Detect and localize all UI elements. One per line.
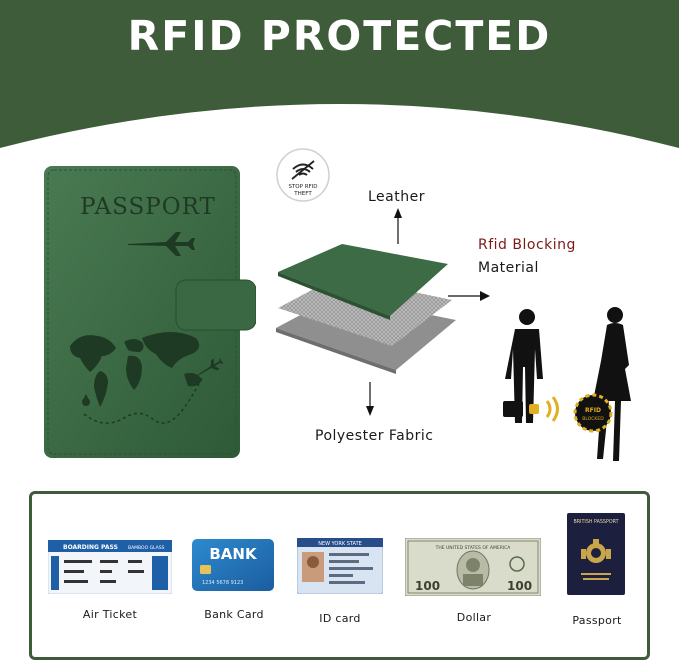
stop-rfid-badge: STOP RFID THEFT — [276, 148, 330, 202]
polyester-label: Polyester Fabric — [315, 428, 434, 444]
compatible-items-panel: BOARDING PASS BAMBOO GLASS Air Ticket BA… — [29, 491, 650, 660]
arrow-right-icon — [480, 291, 490, 301]
blocked-badge-line1: RFID — [585, 407, 601, 414]
woman-silhouette-icon — [593, 307, 631, 461]
ticket-title: BOARDING PASS — [63, 544, 118, 551]
leather-label: Leather — [368, 189, 425, 205]
man-silhouette-icon — [503, 309, 543, 423]
world-map-icon — [70, 332, 202, 407]
bank-card-label: Bank Card — [204, 608, 264, 621]
passport-holder-image — [44, 166, 256, 458]
passport-card-title: BRITISH PASSPORT — [573, 519, 618, 525]
arrow-up-icon — [394, 208, 402, 218]
chip-icon — [200, 565, 211, 574]
header-banner — [0, 0, 679, 148]
dollar-value-right: 100 — [507, 579, 532, 593]
material-label: Material — [478, 260, 539, 276]
dollar-title: THE UNITED STATES OF AMERICA — [435, 545, 512, 551]
id-card-image: NEW YORK STATE — [297, 538, 383, 594]
dollar-bill-image: THE UNITED STATES OF AMERICA 100 100 — [405, 538, 541, 596]
leather-layer — [278, 244, 448, 316]
dollar-value-left: 100 — [415, 579, 440, 593]
blocked-badge-line2: BLOCKED — [582, 416, 604, 422]
id-title: NEW YORK STATE — [318, 541, 362, 547]
bank-card-image: BANK 1234 5678 9123 — [192, 539, 274, 591]
badge-line1: STOP RFID — [288, 184, 317, 190]
layers-diagram — [276, 208, 490, 416]
badge-line2: THEFT — [293, 191, 312, 197]
passport-cover-text: PASSPORT — [80, 194, 216, 220]
id-card-label: ID card — [319, 612, 361, 625]
dollar-label: Dollar — [456, 611, 492, 624]
page-title: RFID PROTECTED — [127, 12, 552, 60]
airplane-icon — [128, 232, 195, 256]
air-ticket-label: Air Ticket — [82, 608, 138, 621]
british-passport-image: BRITISH PASSPORT — [567, 513, 625, 595]
passport-label: Passport — [572, 614, 622, 627]
air-ticket-image: BOARDING PASS BAMBOO GLASS — [48, 540, 172, 594]
bank-title: BANK — [209, 545, 258, 563]
people-silhouettes: RFID BLOCKED — [503, 307, 631, 461]
rfid-card-icon — [529, 404, 539, 414]
ticket-sub: BAMBOO GLASS — [128, 545, 165, 551]
rfid-blocking-label: Rfid Blocking — [478, 237, 576, 253]
arrow-down-icon — [366, 406, 374, 416]
bank-number: 1234 5678 9123 — [202, 580, 243, 586]
